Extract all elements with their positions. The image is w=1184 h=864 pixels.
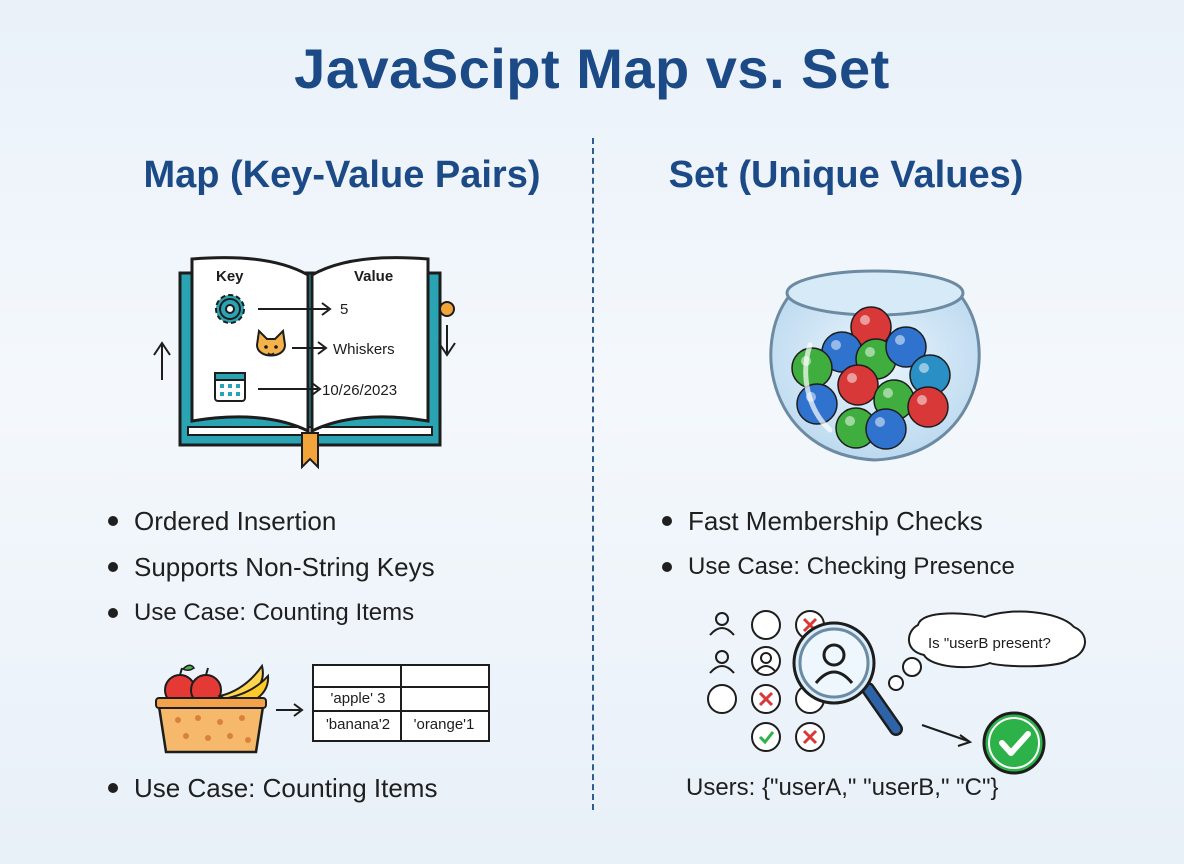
marble-highlight (847, 373, 857, 383)
cat-icon (255, 328, 287, 357)
empty-slot-icon (751, 610, 781, 640)
map-bullet: Ordered Insertion (108, 498, 435, 544)
book-value-1: 5 (340, 301, 348, 318)
map-bullet: Supports Non-String Keys (108, 544, 435, 590)
map-bullet: Use Case: Counting Items (108, 590, 435, 636)
count-table: 'apple' 3 'banana'2 'orange'1 (312, 664, 490, 742)
marble-highlight (883, 388, 893, 398)
cross-icon (795, 722, 825, 752)
speech-bubble (908, 610, 1086, 669)
users-set-text: Users: {"userA," "userB," "C"} (686, 774, 999, 801)
marble-highlight (895, 335, 905, 345)
table-cell: 'orange'1 (413, 716, 475, 733)
marble-highlight (875, 417, 885, 427)
ball-pile (791, 306, 951, 450)
book-value-header: Value (354, 268, 393, 285)
marble (837, 364, 879, 406)
marble-highlight (865, 347, 875, 357)
user-circle-icon (751, 646, 781, 676)
marble-highlight (860, 315, 870, 325)
page-title: JavaScipt Map vs. Set (294, 37, 890, 100)
map-footer-list: Use Case: Counting Items (108, 765, 437, 811)
map-book-illustration: Key Value 5 Whiskers 10/26/2023 (153, 256, 456, 470)
table-cell: 'apple' 3 (330, 690, 386, 707)
marble-highlight (831, 340, 841, 350)
marble-highlight (845, 416, 855, 426)
map-heading: Map (Key-Value Pairs) (143, 154, 541, 196)
marble (907, 386, 949, 428)
book-key-header: Key (216, 268, 244, 285)
user-icon (709, 612, 735, 636)
set-bullet-list: Fast Membership Checks Use Case: Checkin… (662, 498, 1015, 590)
set-jar-illustration (769, 269, 981, 462)
fruit-basket-icon (155, 663, 304, 754)
map-bullet-list: Ordered Insertion Supports Non-String Ke… (108, 498, 435, 636)
result-check-icon (982, 711, 1046, 775)
marble-highlight (919, 363, 929, 373)
set-bullet: Fast Membership Checks (662, 498, 1015, 544)
check-icon (751, 722, 781, 752)
calendar-icon (214, 372, 246, 402)
marble (865, 408, 907, 450)
gear-icon (215, 294, 245, 324)
marble (791, 347, 833, 389)
magnifier-icon (792, 621, 903, 736)
map-footer-bullet: Use Case: Counting Items (108, 765, 437, 811)
table-cell: 'banana'2 (325, 716, 391, 733)
speech-bubble-text: Is "userB present? (928, 635, 1051, 652)
membership-check-illustration: Is "userB present? (707, 610, 1086, 775)
set-heading: Set (Unique Values) (668, 154, 1024, 196)
cross-icon (751, 684, 781, 714)
user-icon (709, 650, 735, 674)
empty-slot-icon (707, 684, 737, 714)
set-bullet: Use Case: Checking Presence (662, 544, 1015, 590)
marble-highlight (917, 395, 927, 405)
column-divider (592, 138, 594, 810)
book-value-2: Whiskers (333, 341, 395, 358)
book-value-3: 10/26/2023 (322, 382, 397, 399)
